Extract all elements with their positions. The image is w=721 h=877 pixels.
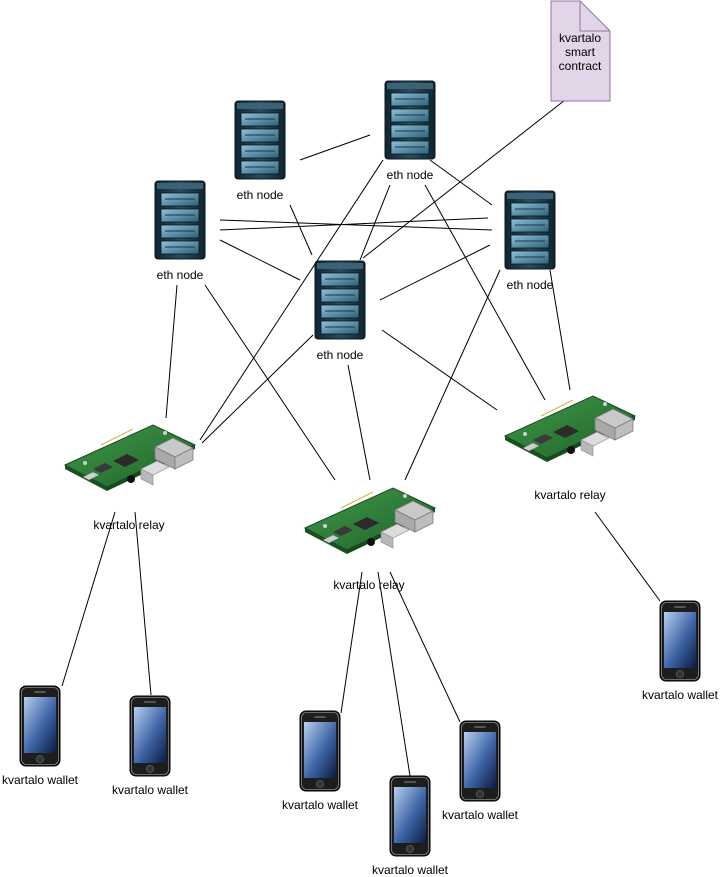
edge-node2-relay1: [199, 159, 384, 441]
eth-node-label-2: eth node: [386, 168, 434, 182]
edge-node2-node5: [359, 184, 391, 261]
edge-relay2-wallet3: [340, 571, 363, 714]
server-icon-3: [154, 180, 206, 260]
edge-node2-relay3: [424, 184, 546, 401]
eth-node-label-5: eth node: [316, 348, 364, 362]
edge-relay2-wallet4: [389, 571, 461, 723]
edge-node4-relay3: [549, 269, 571, 391]
wallet-label-4: kvartalo wallet: [441, 808, 519, 822]
eth-node-label-3: eth node: [156, 268, 204, 282]
phone-icon-2: [129, 695, 171, 777]
smart-contract-document: [550, 0, 611, 102]
edge-relay3-wallet6: [594, 511, 661, 602]
phone-icon-3: [299, 710, 341, 792]
eth-node-label-4: eth node: [506, 278, 554, 292]
relay-label-3: kvartalo relay: [534, 488, 606, 502]
relay-label-1: kvartalo relay: [93, 518, 165, 532]
phone-icon-6: [659, 600, 701, 682]
server-icon-5: [314, 260, 366, 340]
edge-node3-node4b: [219, 217, 489, 231]
smart-contract-label: kvartalo smart contract: [558, 31, 602, 73]
edge-node5-relay2: [347, 364, 371, 481]
raspberry-pi-icon-3: [504, 395, 636, 463]
wallet-label-3: kvartalo wallet: [281, 798, 359, 812]
raspberry-pi-icon-2: [304, 487, 436, 555]
phone-icon-4: [459, 720, 501, 802]
server-icon-2: [384, 80, 436, 160]
edge-relay1-wallet2: [134, 511, 152, 696]
relay-label-2: kvartalo relay: [333, 578, 405, 592]
edge-node3-node4a: [219, 219, 493, 231]
edge-node3-relay2: [204, 284, 336, 481]
edge-node5-relay3: [381, 329, 498, 411]
edge-node3-node5: [219, 239, 301, 281]
edge-node4-relay2: [404, 269, 501, 481]
wallet-label-1: kvartalo wallet: [1, 773, 79, 787]
server-icon-1: [234, 100, 286, 180]
phone-icon-5: [389, 775, 431, 857]
edge-node2-node4: [429, 159, 493, 206]
raspberry-pi-icon-1: [64, 424, 196, 492]
eth-node-label-1: eth node: [236, 188, 284, 202]
phone-icon-1: [19, 685, 61, 767]
wallet-label-5: kvartalo wallet: [371, 863, 449, 877]
edge-node5-relay1: [201, 334, 314, 444]
edge-node1-node2: [299, 134, 371, 161]
edge-node1-node5: [289, 204, 313, 256]
edge-node4-node5: [379, 244, 491, 301]
edge-contract-node3: [362, 99, 566, 259]
wallet-label-6: kvartalo wallet: [641, 688, 719, 702]
edge-node3-relay1: [165, 284, 178, 419]
wallet-label-2: kvartalo wallet: [111, 783, 189, 797]
server-icon-4: [504, 190, 556, 270]
edge-relay1-wallet1: [61, 511, 116, 687]
connection-edges: [61, 99, 661, 777]
edge-relay2-wallet5: [377, 571, 411, 777]
